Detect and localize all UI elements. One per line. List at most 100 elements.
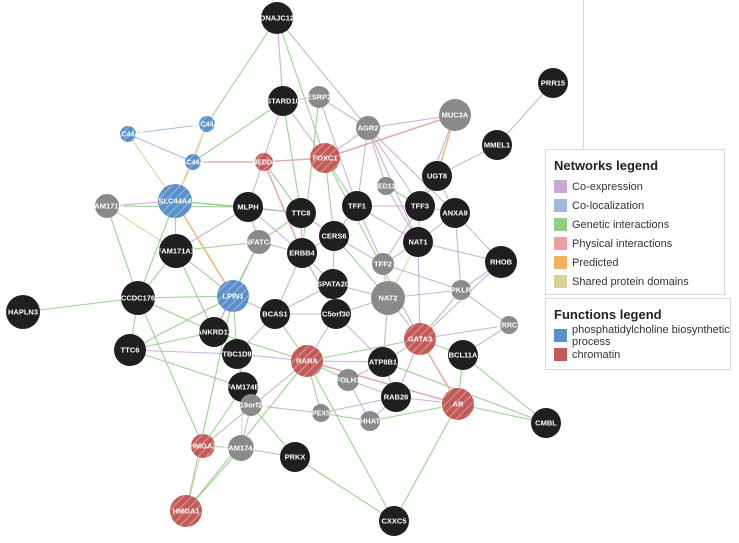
- node-circle[interactable]: [368, 347, 398, 377]
- node-circle[interactable]: [222, 339, 252, 369]
- node-slc44a1[interactable]: SLC44A1: [178, 154, 209, 170]
- node-circle[interactable]: [403, 227, 433, 257]
- node-lpin1[interactable]: LPIN1: [217, 280, 249, 312]
- node-slc44a5[interactable]: SLC44A5: [192, 116, 223, 132]
- node-mlph[interactable]: MLPH: [233, 192, 263, 222]
- node-hmga1[interactable]: HMGA1: [170, 495, 202, 527]
- node-circle[interactable]: [360, 411, 380, 431]
- node-cxxc5[interactable]: CXXC5: [379, 506, 409, 536]
- node-fam171b[interactable]: FAM171B: [90, 194, 124, 218]
- node-circle[interactable]: [439, 99, 471, 131]
- node-muc3a[interactable]: MUC3A: [439, 99, 471, 131]
- node-slc44a4[interactable]: SLC44A4: [158, 184, 192, 218]
- node-circle[interactable]: [233, 192, 263, 222]
- node-prkx[interactable]: PRKX: [280, 442, 310, 472]
- node-circle[interactable]: [448, 340, 478, 370]
- node-circle[interactable]: [422, 161, 452, 191]
- node-anxa9[interactable]: ANXA9: [440, 198, 470, 228]
- node-ar[interactable]: AR: [442, 388, 474, 420]
- node-ttc8[interactable]: TTC8: [286, 198, 316, 228]
- node-circle[interactable]: [121, 281, 155, 315]
- node-circle[interactable]: [6, 295, 40, 329]
- node-stard10[interactable]: STARD10: [266, 86, 300, 116]
- node-circle[interactable]: [114, 334, 146, 366]
- node-circle[interactable]: [268, 86, 298, 116]
- node-rara[interactable]: RARA: [291, 345, 323, 377]
- node-circle[interactable]: [260, 299, 290, 329]
- node-circle[interactable]: [342, 191, 372, 221]
- node-circle[interactable]: [372, 253, 394, 275]
- node-circle[interactable]: [318, 269, 348, 299]
- node-circle[interactable]: [371, 281, 405, 315]
- node-hmga2[interactable]: HMGA2: [189, 434, 217, 458]
- node-ccdc176[interactable]: CCDC176: [121, 281, 155, 315]
- node-circle[interactable]: [440, 198, 470, 228]
- node-med13l[interactable]: MED13L: [372, 177, 401, 195]
- node-circle[interactable]: [308, 86, 330, 108]
- node-bcl11a[interactable]: BCL11A: [448, 340, 478, 370]
- node-ugt8[interactable]: UGT8: [422, 161, 452, 191]
- node-circle[interactable]: [531, 408, 561, 438]
- node-foxc1[interactable]: FOXC1: [310, 143, 340, 173]
- node-circle[interactable]: [485, 246, 517, 278]
- node-circle[interactable]: [228, 435, 254, 461]
- node-agr2[interactable]: AGR2: [356, 116, 380, 140]
- node-ttc6[interactable]: TTC6: [114, 334, 146, 366]
- node-circle[interactable]: [199, 317, 229, 347]
- node-hhat[interactable]: HHAT: [360, 411, 381, 431]
- node-circle[interactable]: [356, 116, 380, 140]
- node-circle[interactable]: [321, 299, 351, 329]
- node-circle[interactable]: [337, 369, 359, 391]
- node-fam174a[interactable]: FAM174A: [224, 435, 258, 461]
- node-fam171a1[interactable]: FAM171A1: [157, 234, 195, 268]
- node-prr15[interactable]: PRR15: [538, 68, 568, 98]
- node-pex5[interactable]: PEX5: [312, 404, 330, 422]
- node-circle[interactable]: [319, 221, 349, 251]
- node-rab26[interactable]: RAB26: [381, 382, 411, 412]
- node-circle[interactable]: [377, 177, 395, 195]
- node-cmbl[interactable]: CMBL: [531, 408, 561, 438]
- node-nfatc4[interactable]: NFATC4: [245, 230, 274, 254]
- node-folh1[interactable]: FOLH1: [336, 369, 361, 391]
- node-c19orf24[interactable]: c19orf24: [236, 394, 268, 416]
- node-tff3[interactable]: TFF3: [405, 191, 435, 221]
- node-circle[interactable]: [280, 442, 310, 472]
- node-slc44a3[interactable]: SLC44A3: [113, 126, 144, 142]
- node-ankrd11[interactable]: ANKRD11: [196, 317, 232, 347]
- node-nat1[interactable]: NAT1: [403, 227, 433, 257]
- node-circle[interactable]: [482, 130, 512, 160]
- node-mmel1[interactable]: MMEL1: [482, 130, 512, 160]
- node-errc1[interactable]: ERRC1: [497, 316, 521, 334]
- node-circle[interactable]: [405, 191, 435, 221]
- node-circle[interactable]: [240, 394, 262, 416]
- node-c5orf30[interactable]: C5orf30: [321, 299, 351, 329]
- node-spata20[interactable]: SPATA20: [317, 269, 349, 299]
- node-rhob[interactable]: RHOB: [485, 246, 517, 278]
- node-dnajc12[interactable]: DNAJC12: [260, 2, 294, 34]
- node-gata3[interactable]: GATA3: [404, 323, 436, 355]
- node-circle[interactable]: [312, 404, 330, 422]
- node-tff1[interactable]: TFF1: [342, 191, 372, 221]
- node-circle[interactable]: [451, 280, 471, 300]
- node-circle[interactable]: [500, 316, 518, 334]
- node-circle[interactable]: [286, 198, 316, 228]
- node-esrp2[interactable]: ESRP2: [307, 86, 332, 108]
- node-pklr[interactable]: PKLR: [451, 280, 472, 300]
- node-hapln3[interactable]: HAPLN3: [6, 295, 40, 329]
- node-nedd4[interactable]: NEDD4: [252, 153, 276, 171]
- node-circle[interactable]: [538, 68, 568, 98]
- node-circle[interactable]: [95, 194, 119, 218]
- node-erbb4[interactable]: ERBB4: [287, 238, 317, 268]
- node-circle[interactable]: [261, 2, 293, 34]
- node-cers6[interactable]: CERS6: [319, 221, 349, 251]
- node-circle[interactable]: [381, 382, 411, 412]
- node-circle[interactable]: [287, 238, 317, 268]
- node-nat2[interactable]: NAT2: [371, 281, 405, 315]
- node-tbc1d9[interactable]: TBC1D9: [222, 339, 252, 369]
- node-atp8b1[interactable]: ATP8B1: [368, 347, 398, 377]
- node-circle[interactable]: [159, 234, 193, 268]
- node-bcas1[interactable]: BCAS1: [260, 299, 290, 329]
- node-circle[interactable]: [247, 230, 271, 254]
- node-circle[interactable]: [379, 506, 409, 536]
- node-tff2[interactable]: TFF2: [372, 253, 394, 275]
